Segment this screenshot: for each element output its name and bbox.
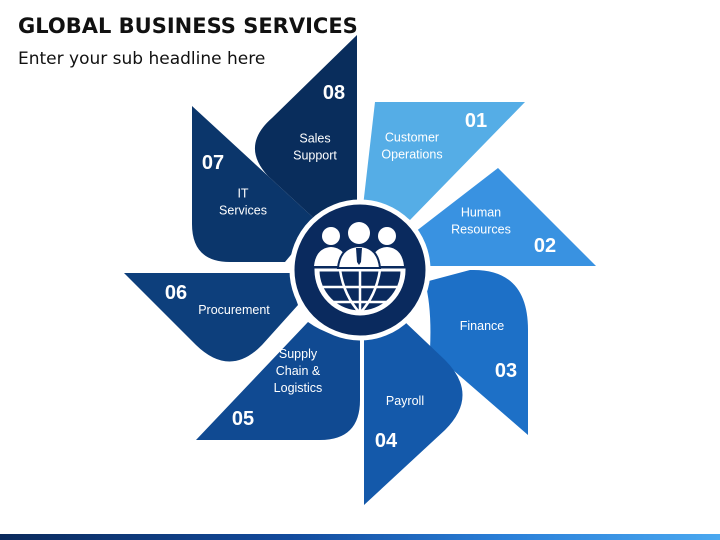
segment-shade xyxy=(415,168,596,266)
segment-shape xyxy=(415,168,596,266)
segment-label: Procurement xyxy=(198,303,270,317)
segment-shape xyxy=(425,269,528,435)
bottom-accent-bar xyxy=(0,534,720,540)
segment-label: Customer xyxy=(385,131,439,145)
segment-shape xyxy=(196,322,360,440)
segment-number: 04 xyxy=(375,430,398,452)
segment-shade xyxy=(425,269,528,435)
page-title: GLOBAL BUSINESS SERVICES xyxy=(18,14,358,38)
segment-label: Operations xyxy=(381,148,442,162)
segment-label: Resources xyxy=(451,223,511,237)
segment-label: Finance xyxy=(460,319,505,333)
segment-label: Services xyxy=(219,204,267,218)
segment-label: Payroll xyxy=(386,394,424,408)
segment-label: Human xyxy=(461,206,501,220)
segment-label: Supply xyxy=(279,347,318,361)
segment-shape xyxy=(192,106,318,262)
segment-shade xyxy=(196,322,360,440)
segment-number: 05 xyxy=(232,408,254,430)
segment-number: 07 xyxy=(202,152,224,174)
business-people-globe-icon xyxy=(314,222,406,316)
segment-label: Support xyxy=(293,149,337,163)
segment-shade xyxy=(362,102,525,220)
segment-04: 04 Payroll xyxy=(364,322,463,505)
segment-label: Chain & xyxy=(276,364,321,378)
segment-shape xyxy=(362,102,525,220)
segment-label: Logistics xyxy=(274,381,323,395)
segment-shape xyxy=(124,273,298,362)
segment-shade xyxy=(124,273,298,362)
segment-shade xyxy=(192,106,318,262)
segment-number: 08 xyxy=(323,82,345,104)
segment-number: 06 xyxy=(165,282,187,304)
segment-shape xyxy=(364,322,463,505)
segment-label: Sales xyxy=(299,132,330,146)
segment-number: 03 xyxy=(495,360,517,382)
segment-number: 02 xyxy=(534,235,556,257)
page-subtitle: Enter your sub headline here xyxy=(18,49,266,69)
segment-03: 03 Finance xyxy=(425,269,528,435)
segment-shape xyxy=(254,35,357,222)
segment-shade xyxy=(254,35,357,222)
segment-label: IT xyxy=(237,187,248,201)
segment-shade xyxy=(364,322,463,505)
segment-number: 01 xyxy=(465,110,487,132)
center-hub xyxy=(289,199,431,341)
